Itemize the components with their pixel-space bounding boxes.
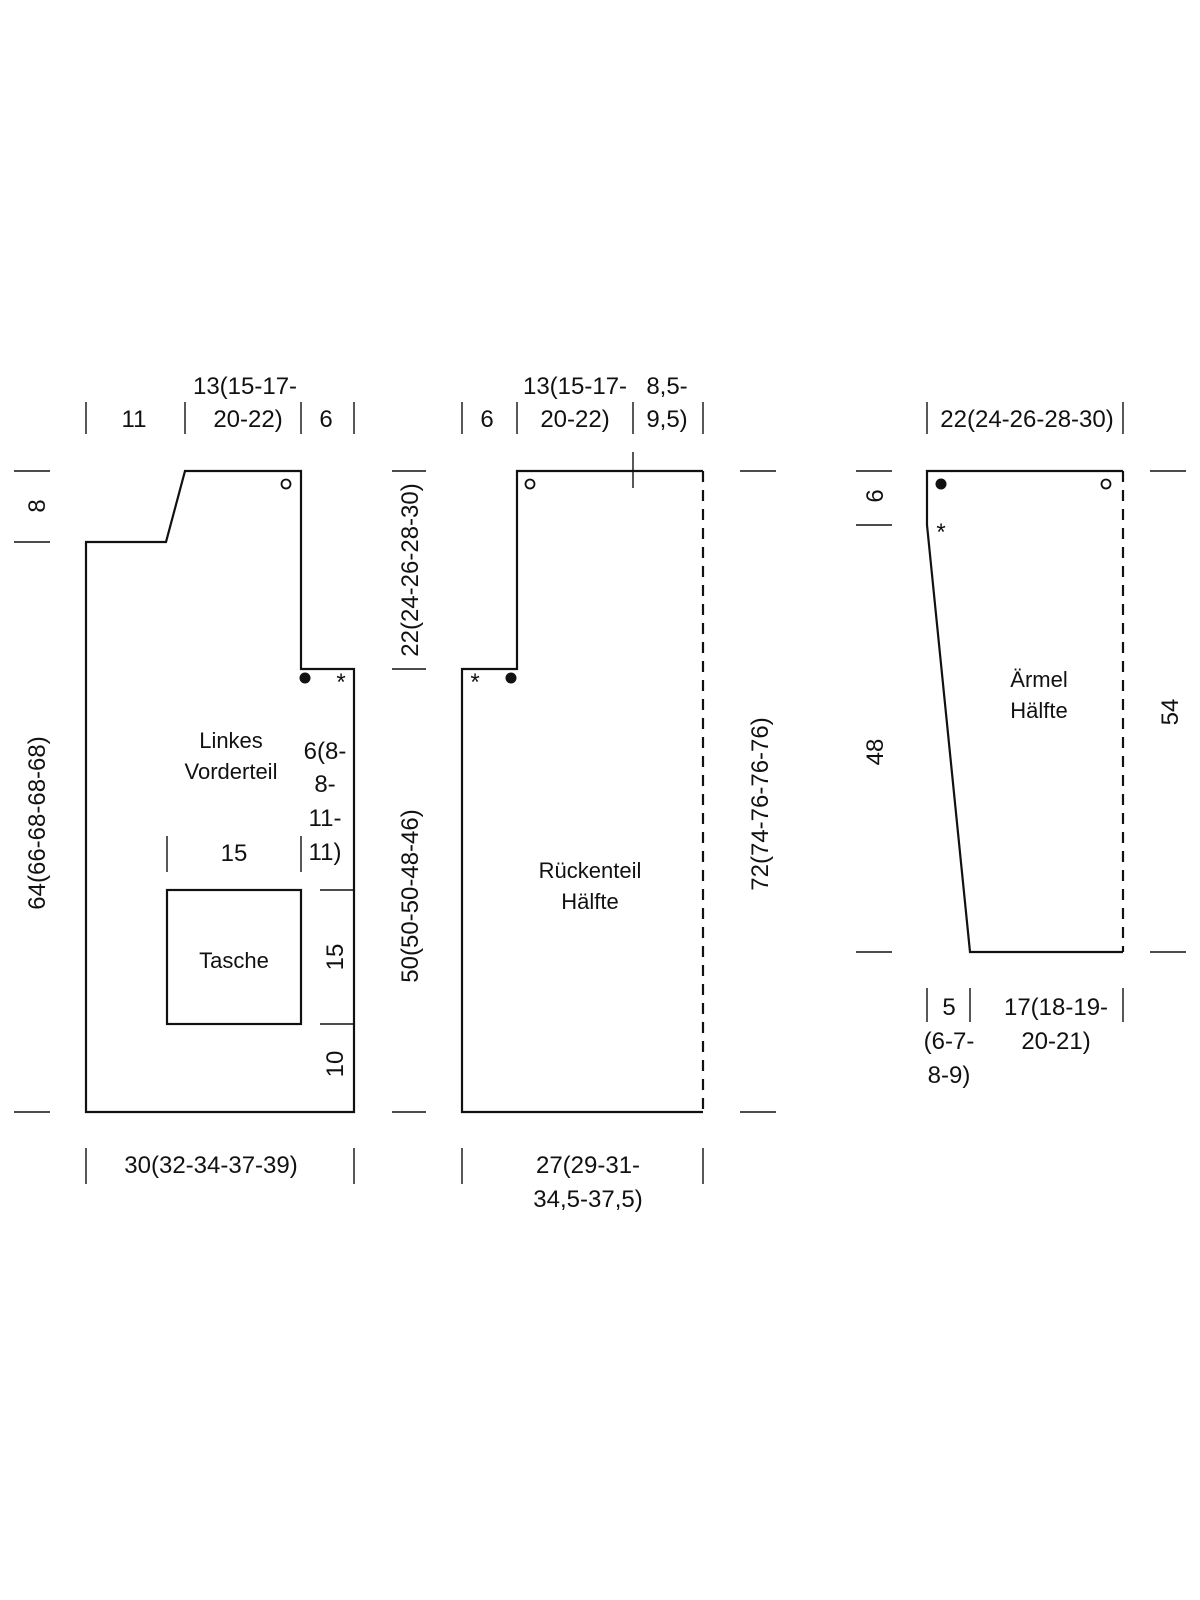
neck-width-line3: 11- [309,805,342,832]
back-open-circle-marker [524,478,536,490]
back-top-dim-right-line2: 9,5) [646,406,687,433]
back-outline [460,469,703,1114]
pocket-height-dim: 15 [322,944,349,971]
sleeve-bottom-right-line2: 20-21) [1021,1028,1090,1055]
pocket-bottom-dim: 10 [322,1051,349,1078]
front-top-dim-left: 11 [122,406,147,433]
back-label-line1: Rückenteil [539,858,642,883]
front-label-line1: Linkes [199,728,263,753]
back-top-dim-left: 6 [480,406,493,433]
sleeve-total-height-dim: 54 [1157,699,1184,726]
front-total-height-dim: 64(66-68-68-68) [24,736,51,909]
sleeve-filled-dot-marker [935,478,947,490]
sleeve-cap-height-dim: 6 [862,489,889,502]
neck-width-line2: 8- [314,771,335,798]
front-asterisk-marker: * [336,669,345,696]
front-top-dim-mid-line1: 13(15-17- [193,373,297,400]
back-bottom-width-line1: 27(29-31- [536,1152,640,1179]
neck-depth-dim: 22(24-26-28-30) [397,483,424,656]
front-top-dim-mid-line2: 20-22) [213,406,282,433]
back-total-height-dim: 72(74-76-76-76) [747,717,774,890]
back-label-line2: Hälfte [561,889,618,914]
back-top-dim-mid-line2: 20-22) [540,406,609,433]
back-top-dim-mid-line1: 13(15-17- [523,373,627,400]
sleeve-label-line1: Ärmel [1010,667,1067,692]
sleeve-piece: * Ärmel Hälfte 22(24-26-28-30) 6 48 54 5… [856,402,1186,1089]
sleeve-asterisk-marker: * [936,519,945,546]
pocket-width-dim: 15 [221,840,248,867]
body-height-dim: 50(50-50-48-46) [397,809,424,982]
sleeve-bottom-right-line1: 17(18-19- [1004,994,1108,1021]
front-outline [84,469,356,1114]
front-piece: * Linkes Vorderteil Tasche 15 6(8- 8- 11… [14,373,356,1184]
sleeve-outline [925,469,1123,954]
middle-dimensions: 22(24-26-28-30) 50(50-50-48-46) [392,470,426,1113]
sleeve-bottom-left-line1: 5 [942,994,955,1021]
front-top-dim-right: 6 [319,406,332,433]
sleeve-slope-height-dim: 48 [862,739,889,766]
sleeve-bottom-left-line2: (6-7- [924,1028,975,1055]
sleeve-open-circle-marker [1100,478,1112,490]
back-bottom-width-line2: 34,5-37,5) [533,1186,642,1213]
neck-width-line1: 6(8- [304,738,347,765]
pocket-label: Tasche [199,948,269,973]
sleeve-top-width-dim: 22(24-26-28-30) [940,406,1113,433]
sleeve-bottom-left-line3: 8-9) [928,1062,971,1089]
front-open-circle-marker [280,478,292,490]
back-piece: * Rückenteil Hälfte 6 13(15-17- 20-22) 8… [460,373,776,1213]
sleeve-label-line2: Hälfte [1010,698,1067,723]
front-shoulder-drop-dim: 8 [24,499,51,512]
back-asterisk-marker: * [470,669,479,696]
front-bottom-width-dim: 30(32-34-37-39) [124,1152,297,1179]
neck-width-line4: 11) [309,839,342,866]
back-filled-dot-marker [505,672,517,684]
pocket-outline [165,888,303,1026]
front-label-line2: Vorderteil [185,759,278,784]
back-top-dim-right-line1: 8,5- [646,373,687,400]
front-filled-dot-marker [299,672,311,684]
